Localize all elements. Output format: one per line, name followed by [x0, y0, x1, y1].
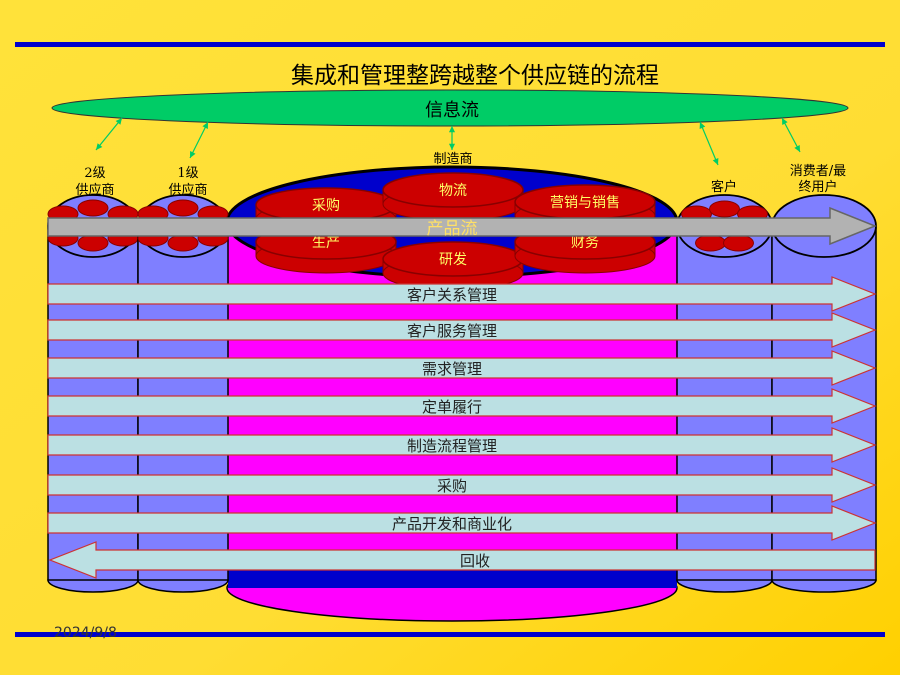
function-label: 物流: [439, 183, 467, 199]
info-arrow: [189, 121, 209, 159]
arrowhead-icon: [202, 122, 208, 129]
arrowhead-icon: [115, 118, 122, 125]
function-label: 营销与销售: [550, 195, 620, 211]
slide-title: 集成和管理整跨越整个供应链的流程: [291, 63, 659, 89]
red-disc: [167, 199, 199, 217]
function-label: 采购: [312, 198, 340, 214]
function-rnd: 研发: [382, 241, 524, 291]
function-logistics: 物流: [382, 172, 524, 222]
red-disc: [695, 234, 726, 252]
arrowhead-icon: [448, 143, 456, 150]
process-label: 客户关系管理: [407, 286, 497, 304]
product-flow-label: 产品流: [427, 219, 478, 239]
manufacturer-band: [228, 566, 677, 588]
info-arrow: [781, 117, 801, 153]
arrowhead-icon: [712, 158, 719, 165]
top-rule: [15, 42, 885, 47]
bottom-rule: [15, 632, 885, 637]
customer-label: 客户: [711, 179, 737, 195]
process-arrow: [47, 312, 877, 348]
red-disc: [723, 234, 754, 252]
supplier2-label-1: 2级: [84, 166, 105, 181]
supplier1-label-1: 1级: [177, 166, 198, 181]
manufacturer-label: 制造商: [433, 152, 472, 167]
info-arrows: [95, 117, 801, 166]
supplier1-label-2: 供应商: [168, 182, 207, 198]
process-label: 客户服务管理: [407, 322, 497, 340]
arrowhead-icon: [190, 151, 196, 158]
red-disc: [77, 234, 109, 252]
function-label: 财务: [571, 235, 599, 251]
date-label: 2024/9/8: [54, 625, 117, 641]
red-disc: [709, 200, 740, 218]
info-flow-label: 信息流: [425, 100, 479, 121]
consumer-label-1: 消费者/最: [790, 164, 846, 179]
arrowhead-icon: [794, 145, 800, 152]
arrowhead-icon: [699, 122, 706, 129]
process-arrow: [47, 276, 877, 312]
consumer-label-2: 终用户: [798, 179, 837, 195]
process-label: 产品开发和商业化: [392, 515, 512, 533]
process-arrow: [47, 427, 877, 463]
supplier2-label-2: 供应商: [75, 182, 114, 198]
arrowhead-icon: [782, 118, 788, 125]
process-label: 定单履行: [422, 398, 482, 416]
info-arrow: [95, 117, 123, 151]
product-flow-arrow: [47, 206, 878, 246]
process-arrow: [47, 467, 877, 503]
process-arrow: [47, 388, 877, 424]
process-label: 制造流程管理: [407, 437, 497, 455]
arrowhead-icon: [448, 126, 456, 133]
red-disc: [77, 199, 109, 217]
return-arrow: [48, 541, 876, 579]
info-arrow: [699, 121, 719, 166]
process-label: 需求管理: [422, 360, 482, 378]
function-label: 研发: [439, 252, 467, 268]
return-label: 回收: [460, 552, 490, 570]
red-disc: [167, 234, 199, 252]
process-label: 采购: [437, 477, 467, 495]
process-arrow: [47, 350, 877, 386]
info-flow-ellipse: [51, 89, 849, 127]
arrowhead-icon: [96, 143, 103, 150]
process-arrow: [47, 505, 877, 541]
function-label: 生产: [312, 235, 340, 251]
